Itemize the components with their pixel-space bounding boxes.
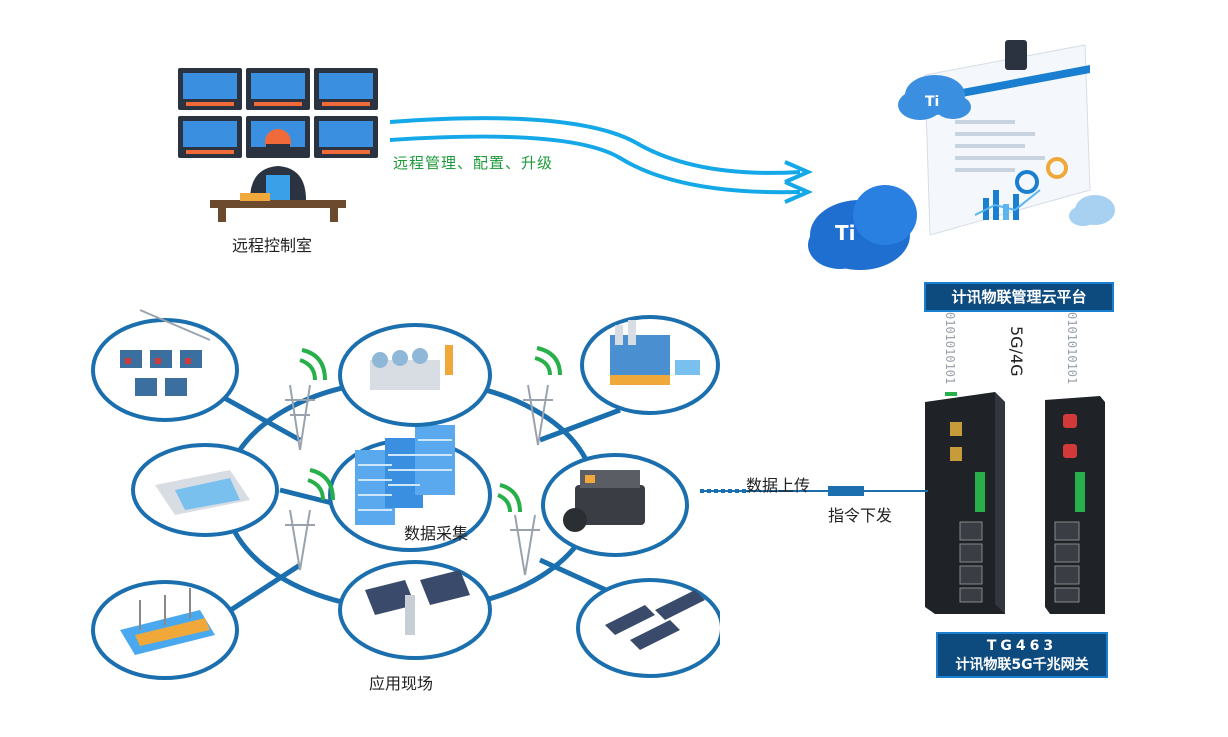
site-factory: [580, 315, 720, 415]
field-label: 应用现场: [369, 674, 434, 693]
cloud-platform-illustration: Ti Ti: [808, 40, 1115, 270]
svg-text:Ti: Ti: [925, 94, 939, 110]
cloud-large-icon: Ti: [808, 185, 917, 270]
control-room-label: 远程控制室: [232, 236, 313, 255]
gateway-front: [925, 392, 1005, 614]
gateway-name: 计讯物联5G千兆网关: [955, 657, 1089, 673]
transmission-towers: [285, 384, 553, 576]
site-hydro-dam: [131, 443, 279, 537]
network-label: 5G/4G: [1007, 326, 1026, 377]
field-network-diagram: [91, 309, 720, 680]
site-solar-large: [338, 560, 492, 660]
gateway-devices: [925, 392, 1105, 614]
site-water-treatment: [338, 323, 492, 427]
server-rack-icon: [355, 425, 455, 525]
site-substation: [91, 309, 239, 422]
data-link-line: [700, 486, 928, 496]
binary-stream-left: 0101010101: [943, 312, 957, 385]
dashboard-screen: [924, 44, 1091, 236]
data-collection-label: 数据采集: [404, 524, 469, 543]
site-engine: [541, 453, 689, 557]
gateway-back: [1045, 396, 1105, 614]
cloud-small-icon: Ti: [898, 75, 971, 120]
site-wind-farm: [91, 580, 239, 680]
site-solar-field: [576, 578, 720, 678]
remote-flow-arrows: [389, 116, 814, 204]
operator-figure: [250, 129, 306, 203]
gateway-title-box: TG463 计讯物联5G千兆网关: [936, 632, 1108, 678]
data-upload-label: 数据上传: [746, 476, 811, 495]
remote-flow-label: 远程管理、配置、升级: [393, 154, 554, 172]
gateway-model: TG463: [986, 638, 1058, 654]
cloud-right-icon: [1069, 195, 1115, 226]
wireless-signal-icons: [299, 346, 562, 513]
cloud-platform-title: 计讯物联管理云平台: [924, 282, 1114, 312]
svg-text:Ti: Ti: [835, 221, 856, 245]
binary-stream-right: 0101010101: [1065, 312, 1079, 385]
mobile-icon: [1005, 40, 1027, 70]
command-download-label: 指令下发: [828, 506, 893, 525]
monitor-wall: [178, 68, 378, 158]
control-room-illustration: [178, 68, 378, 222]
desk: [210, 200, 346, 208]
